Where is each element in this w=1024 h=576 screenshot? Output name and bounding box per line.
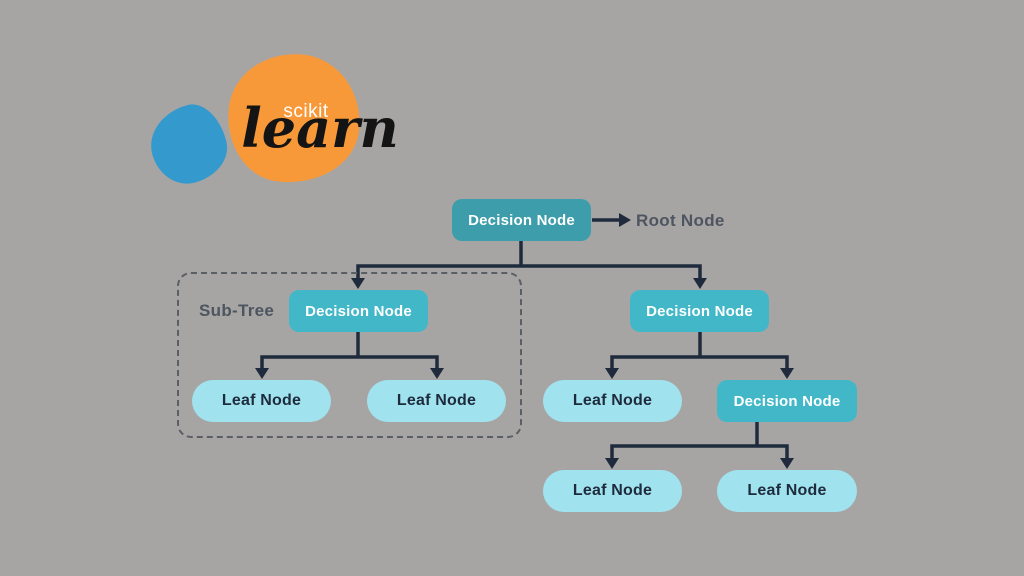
left-decision-to-leaves-connector	[255, 332, 444, 379]
logo-scikit-text: scikit	[283, 101, 329, 122]
subtree-dashed-frame	[177, 272, 522, 438]
node-bottom-leaf-1: Leaf Node	[543, 470, 682, 512]
node-bottom-leaf-2: Leaf Node	[717, 470, 857, 512]
logo-learn-text: learn	[241, 96, 399, 160]
node-root-decision: Decision Node	[452, 199, 591, 241]
node-right-leaf: Leaf Node	[543, 380, 682, 422]
right-decision-to-children-connector	[605, 332, 794, 379]
root-node-annotation: Root Node	[636, 211, 725, 230]
node-subtree-leaf-1: Leaf Node	[192, 380, 331, 422]
node-right-decision: Decision Node	[630, 290, 769, 332]
node-left-decision: Decision Node	[289, 290, 428, 332]
subtree-label: Sub-Tree	[199, 301, 275, 320]
node-subtree-leaf-2: Leaf Node	[367, 380, 506, 422]
decision2-to-leaves-connector	[605, 422, 794, 469]
node-right-decision-2: Decision Node	[717, 380, 857, 422]
root-to-annotation-arrow	[592, 213, 631, 227]
